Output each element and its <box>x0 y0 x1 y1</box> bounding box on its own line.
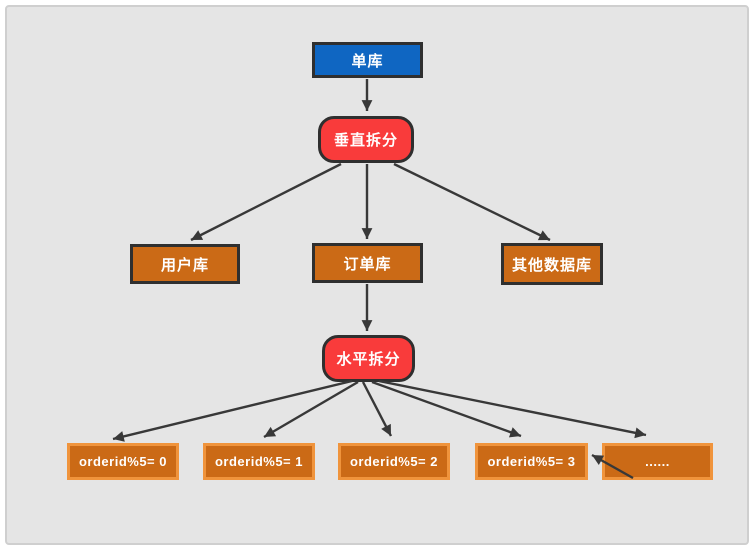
node-vertical-split: 垂直拆分 <box>318 116 414 163</box>
node-shard-3: orderid%5= 3 <box>475 443 588 480</box>
node-shard-0: orderid%5= 0 <box>67 443 179 480</box>
node-shard-2: orderid%5= 2 <box>338 443 450 480</box>
node-user-db: 用户库 <box>130 244 240 284</box>
node-other-db: 其他数据库 <box>501 243 603 285</box>
node-horizontal-split: 水平拆分 <box>322 335 415 382</box>
node-single-db: 单库 <box>312 42 423 78</box>
node-shard-more: ...... <box>602 443 713 480</box>
node-shard-1: orderid%5= 1 <box>203 443 315 480</box>
node-order-db: 订单库 <box>312 243 423 283</box>
